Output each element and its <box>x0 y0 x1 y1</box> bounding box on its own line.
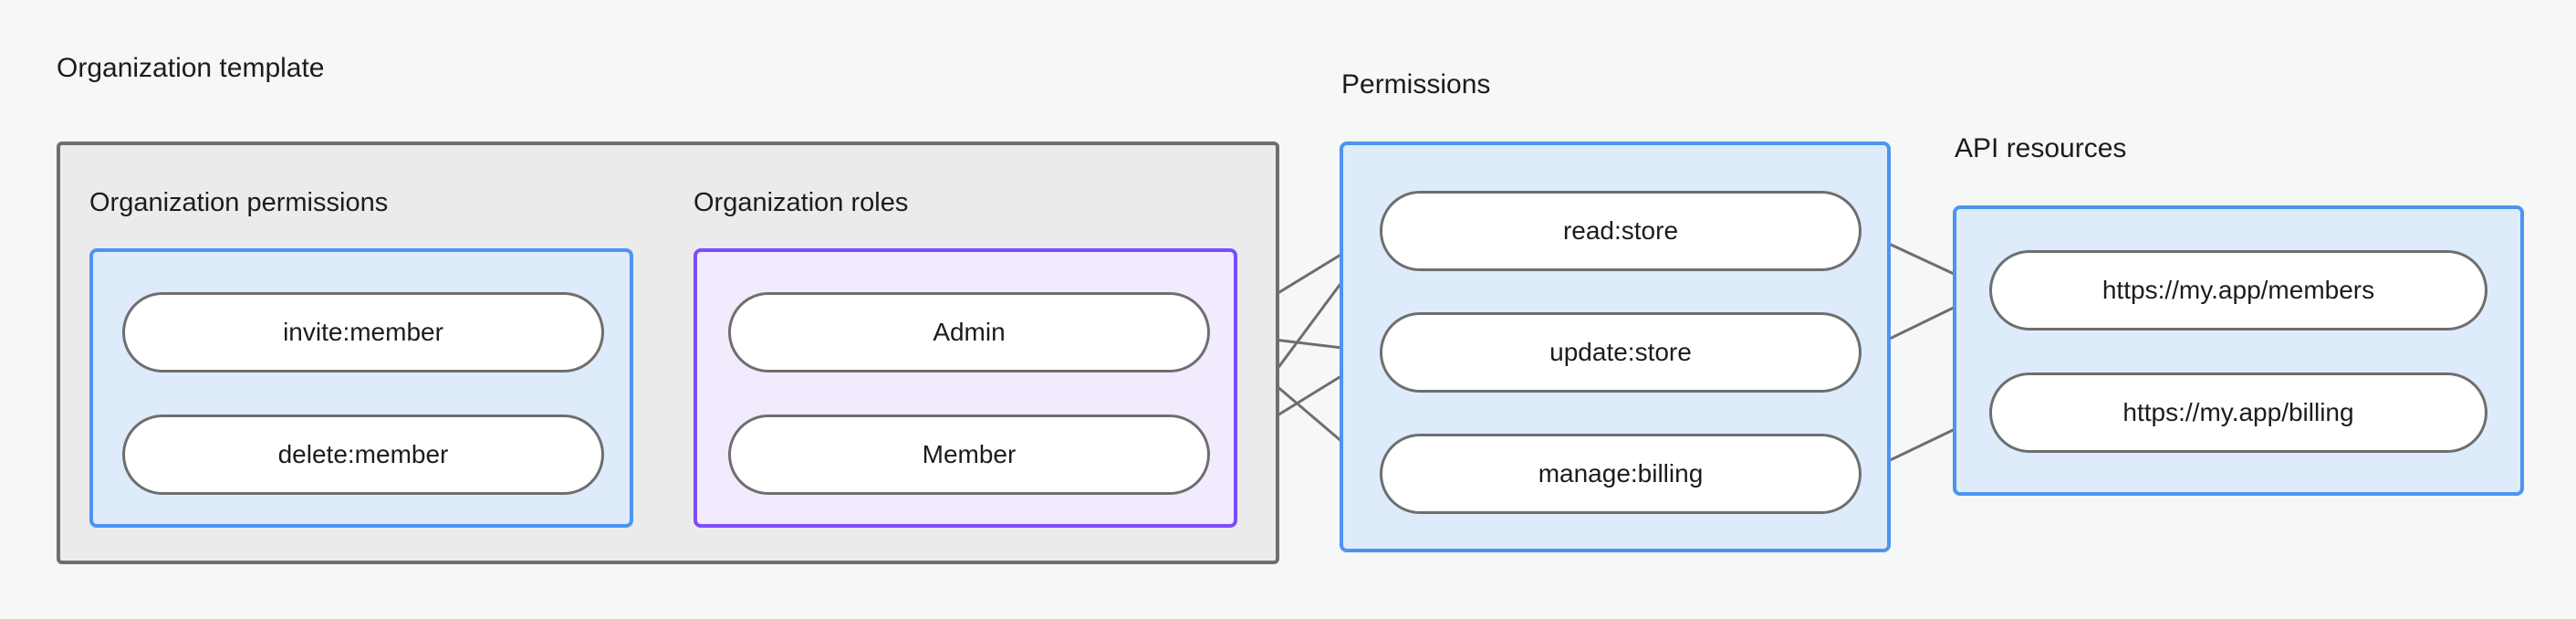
subgroup-title-organization-permissions: Organization permissions <box>89 188 389 217</box>
node-admin[interactable]: Admin <box>728 292 1210 372</box>
group-title-api-resources: API resources <box>1955 133 2127 163</box>
node-manage-billing[interactable]: manage:billing <box>1380 434 1862 514</box>
group-title-permissions: Permissions <box>1341 69 1491 100</box>
subgroup-title-organization-roles: Organization roles <box>694 188 909 217</box>
node-billing-url[interactable]: https://my.app/billing <box>1989 372 2487 453</box>
group-title-organization-template: Organization template <box>57 53 325 83</box>
node-update-store[interactable]: update:store <box>1380 312 1862 393</box>
node-member[interactable]: Member <box>728 414 1210 495</box>
node-members-url[interactable]: https://my.app/members <box>1989 250 2487 330</box>
node-delete-member[interactable]: delete:member <box>122 414 604 495</box>
node-invite-member[interactable]: invite:member <box>122 292 604 372</box>
node-read-store[interactable]: read:store <box>1380 191 1862 271</box>
